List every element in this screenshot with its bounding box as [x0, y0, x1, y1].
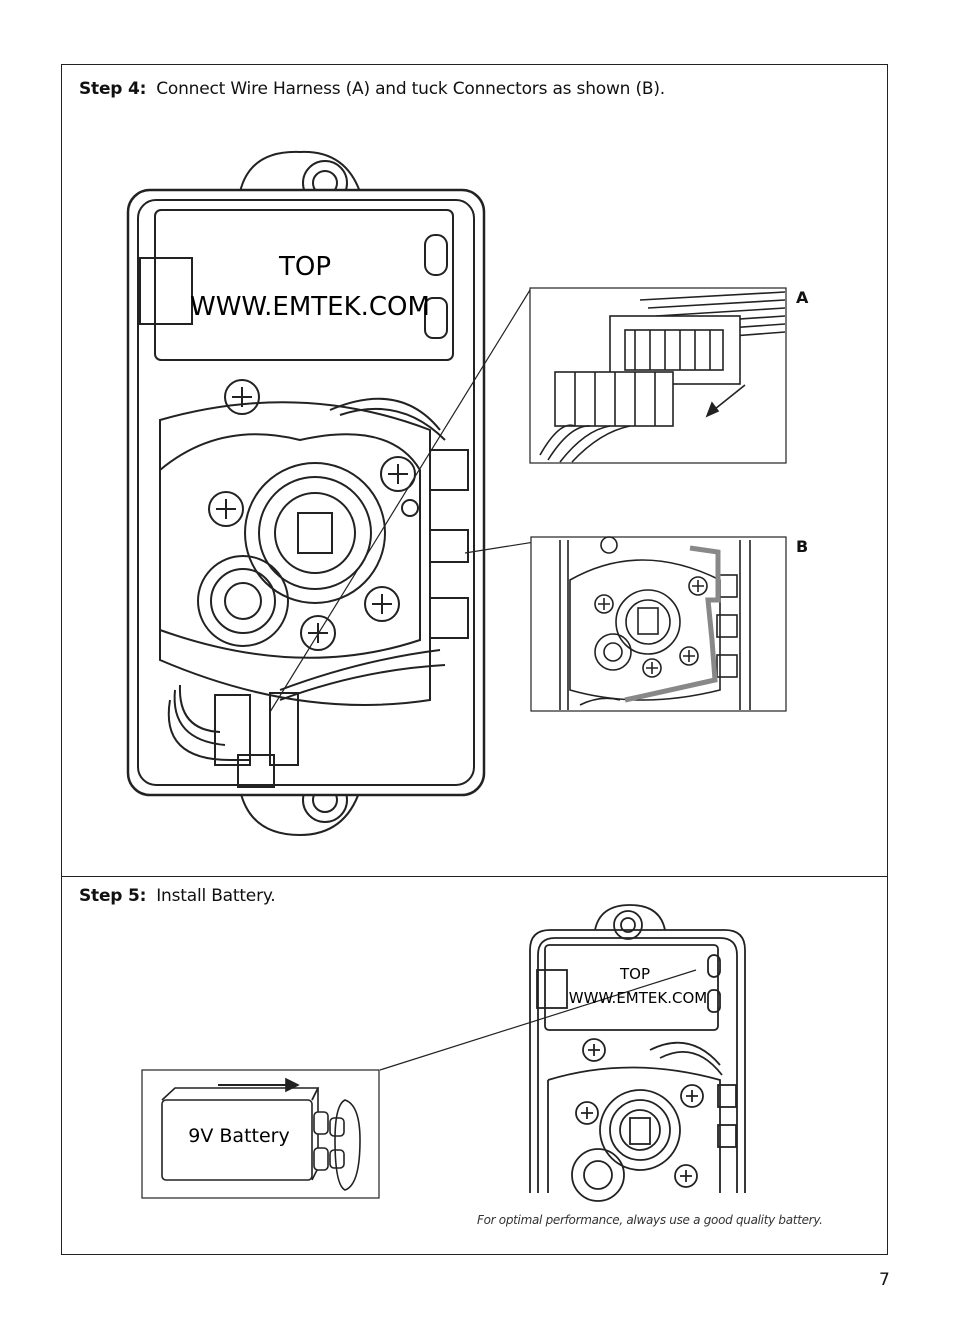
battery-inset — [141, 1069, 380, 1199]
step5-compartment-url-text: WWW.EMTEK.COM — [569, 989, 707, 1007]
lock-body-step5-illustration — [379, 904, 746, 1202]
inset-b-tucked-connectors-detail — [530, 536, 787, 712]
step-5-label: Step 5: — [79, 886, 147, 906]
step-4-instruction: Step 4: Connect Wire Harness (A) and tuck… — [79, 79, 665, 99]
section-divider — [61, 876, 888, 877]
compartment-top-text: TOP — [278, 252, 331, 282]
step-4-text: Connect Wire Harness (A) and tuck Connec… — [156, 79, 665, 99]
step-5-instruction: Step 5: Install Battery. — [79, 886, 276, 906]
lock-body-illustration — [126, 150, 567, 837]
page-number: 7 — [879, 1270, 890, 1290]
battery-label: 9V Battery — [188, 1125, 289, 1147]
step-5-text: Install Battery. — [156, 886, 276, 906]
page-frame — [61, 64, 888, 1255]
callout-b-label: B — [796, 537, 809, 556]
step5-compartment-top-text: TOP — [619, 965, 650, 983]
callout-a-label: A — [796, 288, 809, 307]
compartment-url-text: WWW.EMTEK.COM — [190, 292, 430, 322]
step-4-label: Step 4: — [79, 79, 147, 99]
battery-note: For optimal performance, always use a go… — [477, 1213, 823, 1227]
inset-a-connector-detail — [529, 287, 787, 464]
